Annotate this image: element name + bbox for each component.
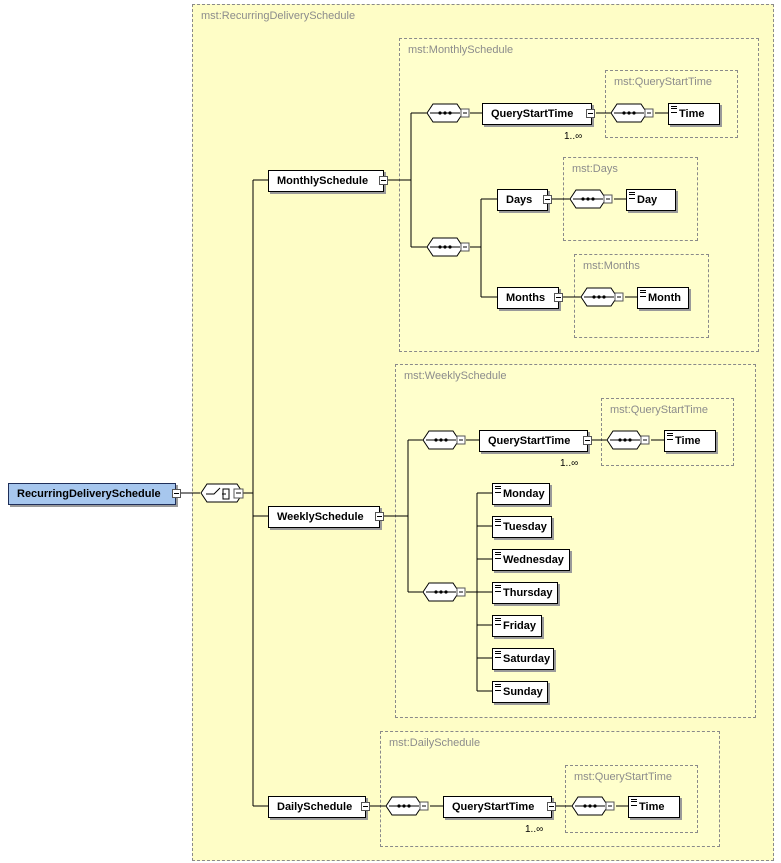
collapse-toggle[interactable] bbox=[361, 802, 370, 811]
collapse-toggle[interactable] bbox=[543, 195, 552, 204]
element-label: QueryStartTime bbox=[452, 801, 535, 813]
type-label: mst:Days bbox=[572, 163, 618, 175]
cardinality-label: 1..∞ bbox=[564, 131, 583, 142]
element-label: QueryStartTime bbox=[491, 108, 574, 120]
type-label: mst:QueryStartTime bbox=[614, 76, 712, 88]
element-label: Tuesday bbox=[503, 521, 547, 533]
element-label: QueryStartTime bbox=[488, 435, 571, 447]
collapse-toggle[interactable] bbox=[586, 109, 595, 118]
element-label: Months bbox=[506, 292, 546, 304]
element-label: Time bbox=[639, 801, 665, 813]
element-label: RecurringDeliverySchedule bbox=[17, 488, 161, 500]
cardinality-label: 1..∞ bbox=[525, 824, 544, 835]
choice-compositor bbox=[200, 483, 244, 503]
month-element[interactable]: Month bbox=[637, 287, 693, 313]
daily-time-element[interactable]: Time bbox=[628, 796, 680, 818]
collapse-toggle[interactable] bbox=[554, 293, 563, 302]
sequence-compositor bbox=[611, 103, 654, 123]
type-label: mst:Months bbox=[583, 260, 640, 272]
sequence-compositor bbox=[607, 430, 650, 450]
element-label: Saturday bbox=[503, 653, 551, 665]
weekday-element-wednesday[interactable]: Wednesday bbox=[492, 549, 570, 571]
type-label: mst:RecurringDeliverySchedule bbox=[201, 10, 356, 22]
element-label: Time bbox=[679, 108, 705, 120]
cardinality-label: 1..∞ bbox=[560, 458, 579, 469]
sequence-compositor bbox=[570, 189, 613, 209]
sequence-compositor bbox=[386, 796, 429, 816]
element-label: Month bbox=[648, 292, 681, 304]
collapse-toggle[interactable] bbox=[375, 512, 384, 521]
days-element[interactable]: Days bbox=[497, 189, 548, 211]
weekday-element-friday[interactable]: Friday bbox=[492, 615, 542, 637]
daily-schedule-element[interactable]: DailySchedule bbox=[268, 796, 366, 818]
sequence-compositor bbox=[581, 287, 624, 307]
daily-query-start-time-element[interactable]: QueryStartTime bbox=[443, 796, 556, 822]
type-label: mst:QueryStartTime bbox=[610, 404, 708, 416]
collapse-toggle[interactable] bbox=[547, 802, 556, 811]
element-label: Monday bbox=[503, 488, 545, 500]
recurring-delivery-schedule-element[interactable]: RecurringDeliverySchedule bbox=[8, 483, 176, 505]
sequence-compositor bbox=[427, 103, 470, 123]
type-label: mst:QueryStartTime bbox=[574, 771, 672, 783]
day-element[interactable]: Day bbox=[626, 189, 680, 215]
weekday-element-sunday[interactable]: Sunday bbox=[492, 681, 548, 703]
element-label: Days bbox=[506, 194, 533, 206]
element-label: MonthlySchedule bbox=[277, 175, 369, 187]
collapse-toggle[interactable] bbox=[172, 489, 181, 498]
sequence-compositor bbox=[423, 582, 466, 602]
element-label: Thursday bbox=[503, 587, 553, 599]
weekly-schedule-element[interactable]: WeeklySchedule bbox=[268, 506, 380, 528]
type-label: mst:WeeklySchedule bbox=[404, 370, 507, 382]
element-label: DailySchedule bbox=[277, 801, 353, 813]
monthly-time-element[interactable]: Time bbox=[668, 103, 720, 125]
element-label: Sunday bbox=[503, 686, 543, 698]
weekday-element-monday[interactable]: Monday bbox=[492, 483, 550, 505]
monthly-query-start-time-element[interactable]: QueryStartTime bbox=[482, 103, 596, 129]
type-label: mst:MonthlySchedule bbox=[408, 44, 514, 56]
weekday-element-saturday[interactable]: Saturday bbox=[492, 648, 554, 670]
monthly-schedule-element[interactable]: MonthlySchedule bbox=[268, 170, 384, 192]
element-label: WeeklySchedule bbox=[277, 511, 364, 523]
sequence-compositor bbox=[423, 430, 466, 450]
collapse-toggle[interactable] bbox=[583, 436, 592, 445]
type-label: mst:DailySchedule bbox=[389, 737, 481, 749]
element-label: Friday bbox=[503, 620, 537, 632]
weekday-element-tuesday[interactable]: Tuesday bbox=[492, 516, 552, 538]
weekly-query-start-time-element[interactable]: QueryStartTime bbox=[479, 430, 592, 456]
sequence-compositor bbox=[572, 796, 615, 816]
months-element[interactable]: Months bbox=[497, 287, 559, 309]
element-label: Wednesday bbox=[503, 554, 564, 566]
weekly-time-element[interactable]: Time bbox=[664, 430, 716, 452]
sequence-compositor bbox=[427, 237, 470, 257]
element-label: Day bbox=[637, 194, 658, 206]
weekday-element-thursday[interactable]: Thursday bbox=[492, 582, 558, 604]
collapse-toggle[interactable] bbox=[379, 176, 388, 185]
element-label: Time bbox=[675, 435, 701, 447]
